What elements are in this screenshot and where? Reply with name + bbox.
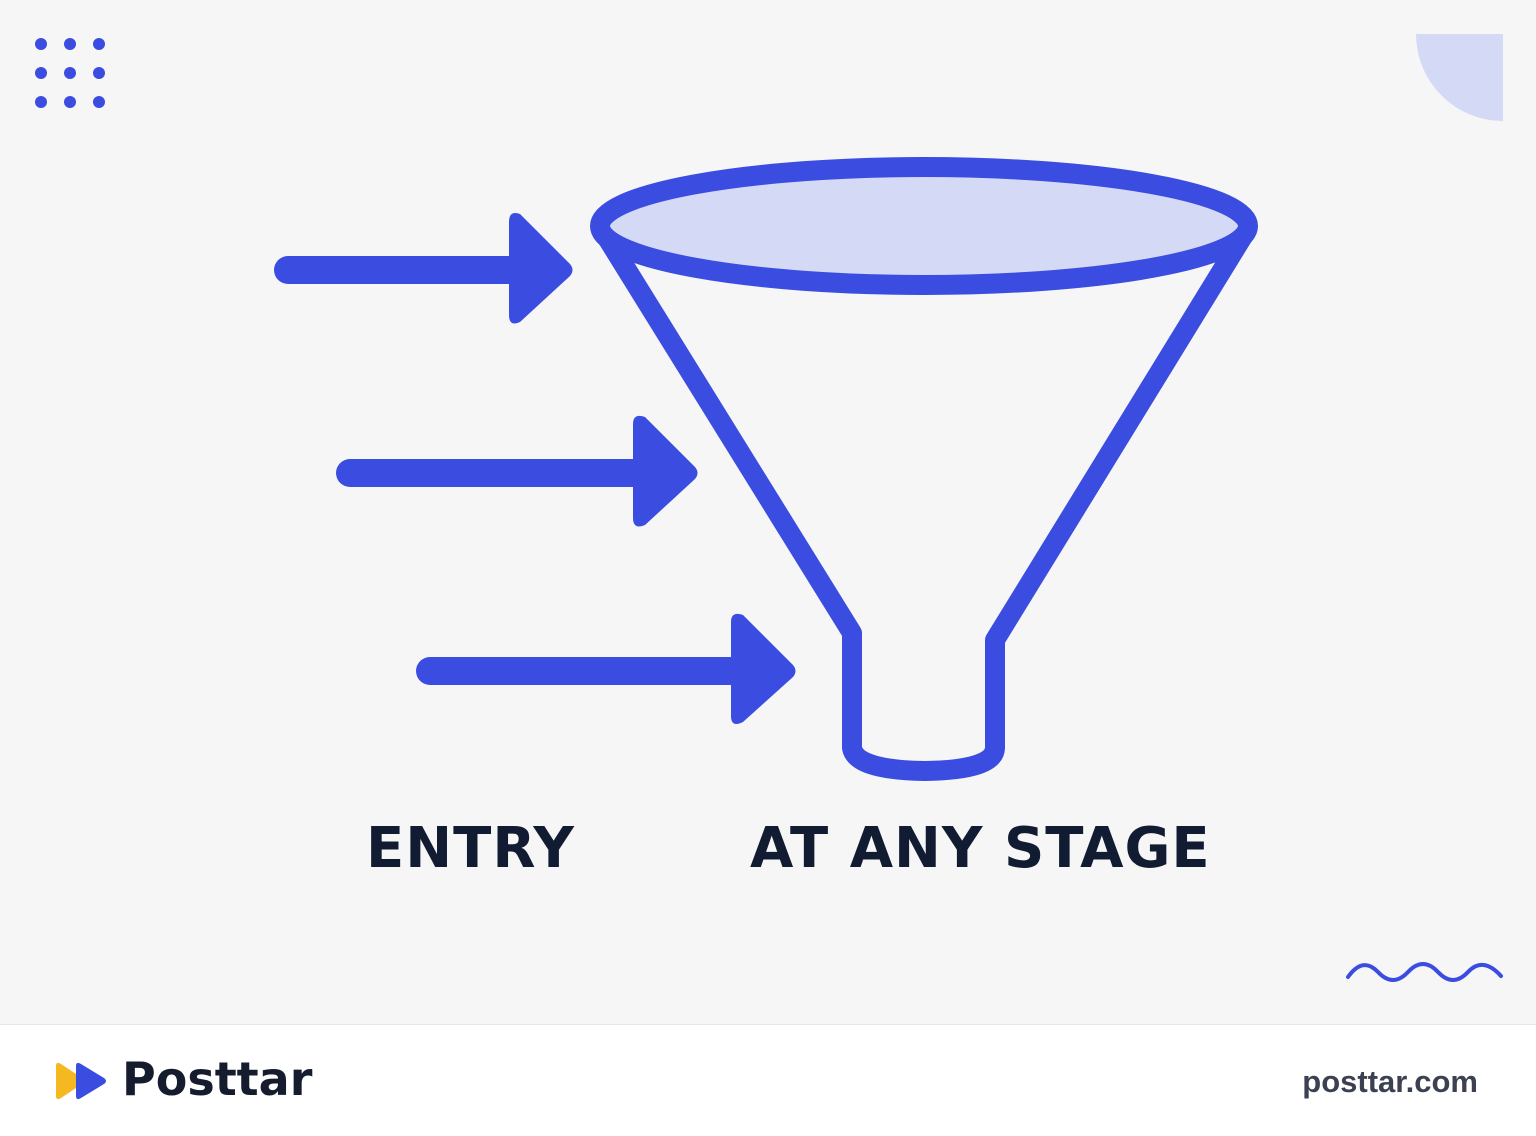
arrow-icon-bottom <box>416 613 796 724</box>
diagram-canvas: ENTRY AT ANY STAGE <box>35 34 1503 982</box>
funnel-diagram <box>35 34 1503 982</box>
brand-name: Posttar <box>122 1052 313 1106</box>
funnel-rim <box>590 157 1258 295</box>
arrow-icon-top <box>274 213 573 324</box>
any-stage-label: AT ANY STAGE <box>750 816 1211 881</box>
play-arrows-logo-icon <box>56 1062 106 1100</box>
entry-label: ENTRY <box>366 816 575 881</box>
dot-grid-icon <box>35 38 105 108</box>
footer-bar: Posttar posttar.com <box>0 1024 1536 1136</box>
arrow-icon-middle <box>336 415 698 527</box>
funnel-body <box>594 223 1255 781</box>
quarter-circle-icon <box>1416 34 1503 121</box>
website-link[interactable]: posttar.com <box>1302 1064 1478 1099</box>
wave-icon <box>1346 962 1503 982</box>
funnel-icon <box>590 157 1258 781</box>
